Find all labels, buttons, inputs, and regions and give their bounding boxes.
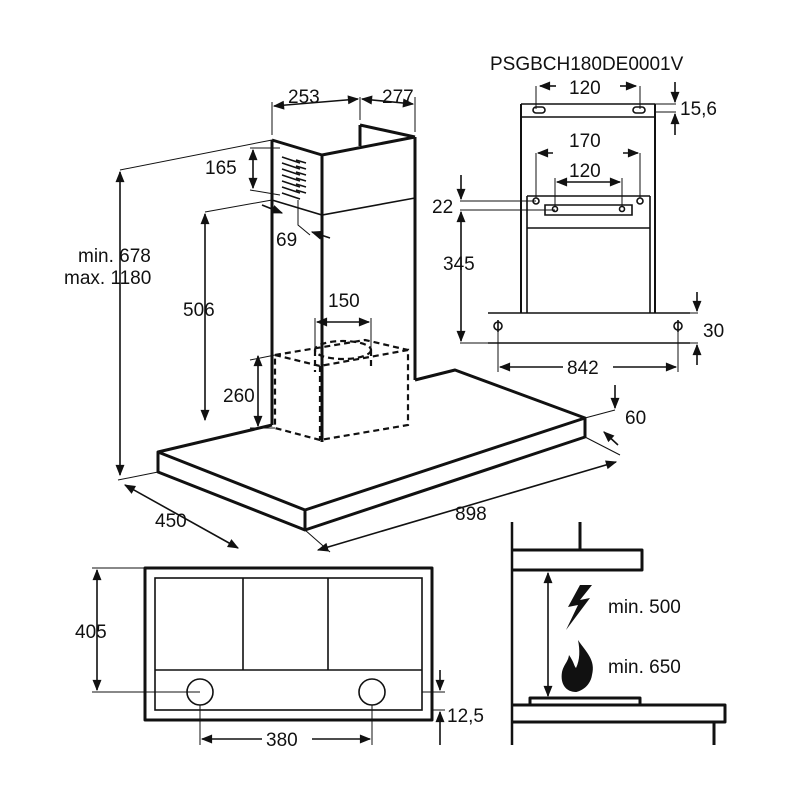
dim-bracket-height: 345: [443, 254, 475, 275]
light-right: [358, 678, 386, 706]
dim-duct-diameter: 150: [328, 291, 360, 312]
dim-chimney-width: 253: [288, 87, 320, 108]
dim-canopy-depth: 450: [155, 511, 187, 532]
gas-clearance-label: min. 650: [608, 657, 681, 678]
dim-motor-height: 260: [223, 386, 255, 407]
dim-height-min: min. 678: [78, 246, 151, 267]
bracket-view: PSGBCH180DE0001V 120 15,6 170 120 22 345…: [432, 54, 724, 379]
model-code: PSGBCH180DE0001V: [490, 54, 684, 75]
clearance-view: min. 500 min. 650: [510, 522, 727, 745]
dim-chimney-depth: 277: [382, 87, 414, 108]
electric-lightning-icon: [566, 585, 592, 630]
dim-top-offset: 15,6: [680, 99, 717, 120]
dim-outer-holes: 170: [569, 131, 601, 152]
hood-isometric-view: 253 277 165 69 min. 678 max. 1180 506 15…: [64, 87, 646, 553]
motor-box: [273, 338, 410, 442]
dim-vent-height: 165: [205, 158, 237, 179]
dim-vent-offset: 69: [276, 230, 297, 251]
dim-light-spacing: 380: [266, 730, 298, 751]
dim-bottom-holes: 842: [567, 358, 599, 379]
bottom-view: 405 380 12,5: [75, 566, 484, 751]
dim-light-offset: 12,5: [447, 706, 484, 727]
dim-inner-holes: 120: [569, 161, 601, 182]
dim-height-506: 506: [183, 300, 215, 321]
dim-depth: 405: [75, 622, 107, 643]
dim-canopy-width: 898: [455, 504, 487, 525]
vent-slots: [281, 156, 307, 200]
gas-flame-icon: [561, 640, 593, 692]
electric-clearance-label: min. 500: [608, 597, 681, 618]
dim-canopy-thickness: 60: [625, 408, 646, 429]
dim-height-max: max. 1180: [64, 268, 151, 289]
dim-hole-offset: 22: [432, 197, 453, 218]
chimney-joint: [271, 197, 416, 216]
dim-bottom-offset: 30: [703, 321, 724, 342]
chimney-outline: [270, 123, 417, 442]
dim-top-holes: 120: [569, 78, 601, 99]
